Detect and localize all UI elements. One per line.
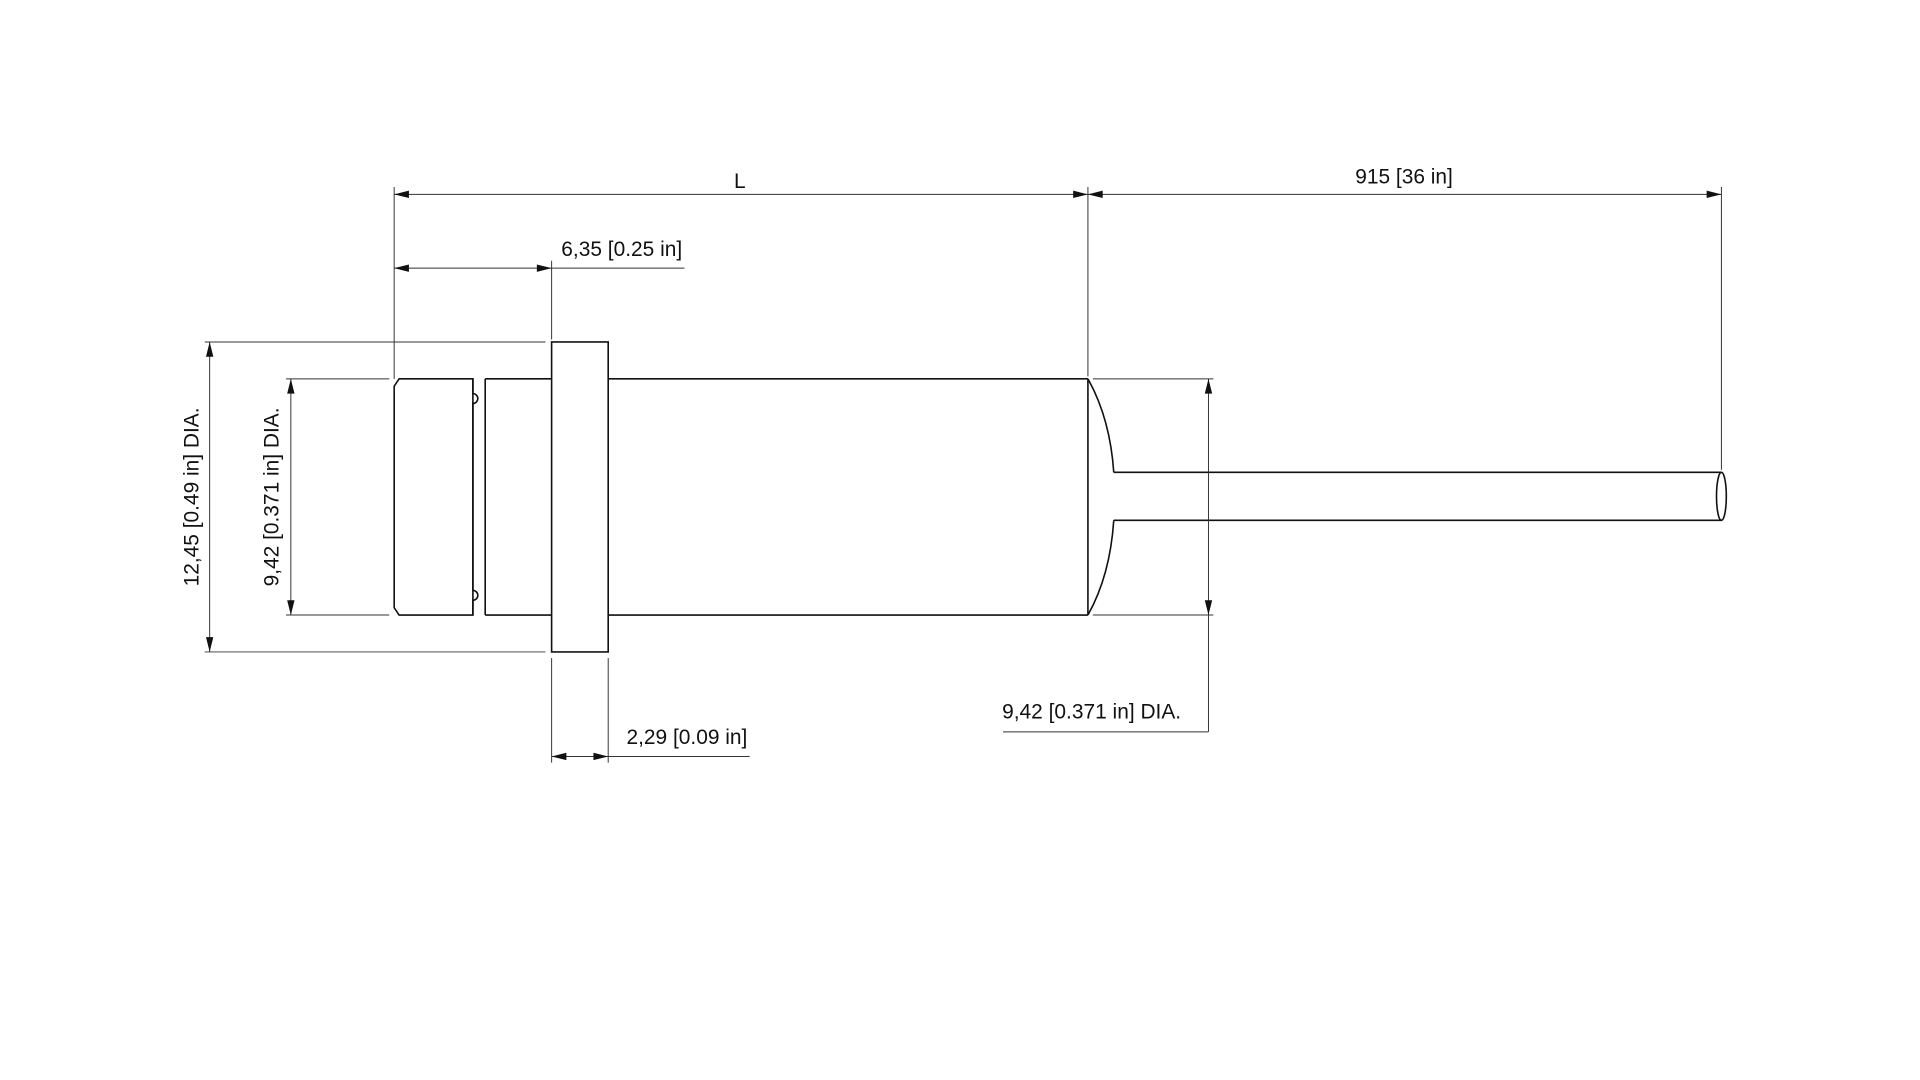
rounded-end	[1087, 378, 1115, 616]
dimension-flange-dia: 12,45 [0.49 in] DIA.	[181, 341, 546, 653]
dimension-body-dia: 9,42 [0.371 in] DIA.	[1002, 378, 1214, 733]
dim-flange-thickness-label: 2,29 [0.09 in]	[626, 726, 747, 749]
dimension-cable-length: 915 [36 in]	[1087, 165, 1722, 470]
dimension-L: L	[393, 170, 1089, 379]
dim-front-dia-label: 9,42 [0.371 in] DIA.	[261, 407, 284, 586]
cable-end	[1715, 471, 1728, 522]
groove-section	[472, 378, 552, 616]
dim-body-dia-label: 9,42 [0.371 in] DIA.	[1002, 700, 1181, 723]
dim-L-label: L	[734, 170, 746, 193]
cable	[1113, 471, 1722, 522]
front-section	[393, 378, 479, 616]
dimension-flange-thickness: 2,29 [0.09 in]	[551, 658, 750, 763]
body	[608, 378, 1089, 616]
dimension-front-dia: 9,42 [0.371 in] DIA.	[261, 378, 390, 616]
dim-front-length-label: 6,35 [0.25 in]	[561, 238, 682, 261]
dim-cable-length-label: 915 [36 in]	[1355, 165, 1453, 188]
flange	[550, 341, 610, 653]
dimension-front-length: 6,35 [0.25 in]	[394, 238, 685, 340]
dim-flange-dia-label: 12,45 [0.49 in] DIA.	[181, 407, 204, 586]
sensor-part	[393, 341, 1728, 653]
